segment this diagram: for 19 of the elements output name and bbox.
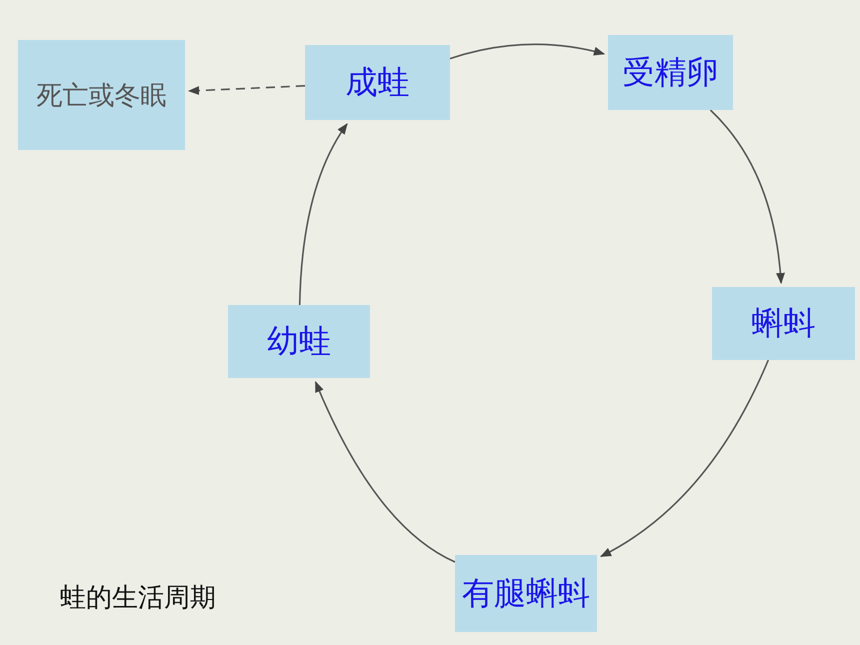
stage-label: 成蛙 [346,62,410,102]
arrow [450,44,606,60]
stage-label: 蝌蚪 [752,302,816,344]
arrow [314,380,456,563]
arrow [710,109,785,284]
stage-label: 受精卵 [622,52,718,92]
stage-box [712,287,855,360]
stage-label: 死亡或冬眠 [36,80,166,112]
stage-box [305,45,450,120]
caption: 蛙的生活周期 [60,582,216,615]
dashed-arrow [188,85,306,96]
stage-box [228,305,370,378]
stage-box [608,35,733,110]
stage-label: 有腿蝌蚪 [462,572,590,614]
arrow [298,123,348,306]
arrow [600,360,770,558]
stage-label: 幼蛙 [267,320,331,362]
stage-box [18,40,185,150]
stage-box [455,555,597,632]
